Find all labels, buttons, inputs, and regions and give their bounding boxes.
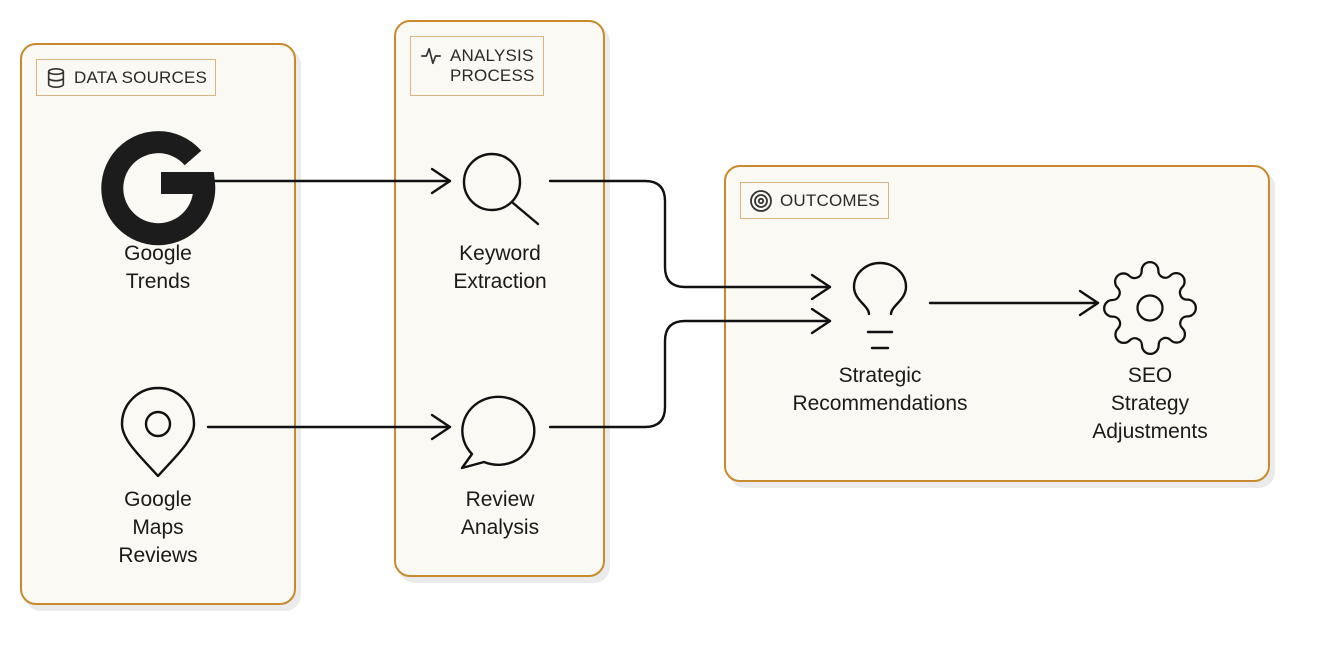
outcomes-tag: OUTCOMES [740, 182, 889, 219]
google-trends-label: Google Trends [124, 242, 192, 293]
google-maps-reviews-label: Google Maps Reviews [118, 488, 198, 567]
edge-keyword-to-recommendations [548, 179, 832, 301]
data-sources-title: DATA SOURCES [74, 67, 208, 87]
map-pin-icon [120, 386, 196, 478]
strategic-recommendations-label: Strategic Recommendations [792, 364, 968, 415]
search-icon [462, 152, 540, 226]
group-analysis-process [394, 20, 605, 577]
data-sources-tag: DATA SOURCES [36, 59, 217, 96]
target-icon [750, 189, 772, 212]
pulse-icon [421, 47, 441, 65]
google-g-icon [101, 131, 216, 246]
outcomes-title: OUTCOMES [780, 190, 880, 210]
review-analysis-label: Review Analysis [460, 488, 540, 539]
analysis-process-title: ANALYSIS PROCESS [450, 46, 535, 85]
edge-maps-to-review [206, 413, 452, 441]
analysis-process-tag: ANALYSIS PROCESS [410, 36, 544, 96]
lightbulb-icon [852, 261, 908, 350]
database-icon [47, 67, 65, 88]
edge-recommendations-to-seo [928, 289, 1100, 317]
speech-bubble-icon [460, 395, 536, 470]
seo-strategy-adjustments-label: SEO Strategy Adjustments [1092, 364, 1208, 443]
edge-review-to-recommendations [548, 307, 832, 429]
gear-icon [1103, 261, 1197, 355]
edge-trends-to-keyword [206, 167, 452, 195]
keyword-extraction-label: Keyword Extraction [453, 242, 547, 293]
